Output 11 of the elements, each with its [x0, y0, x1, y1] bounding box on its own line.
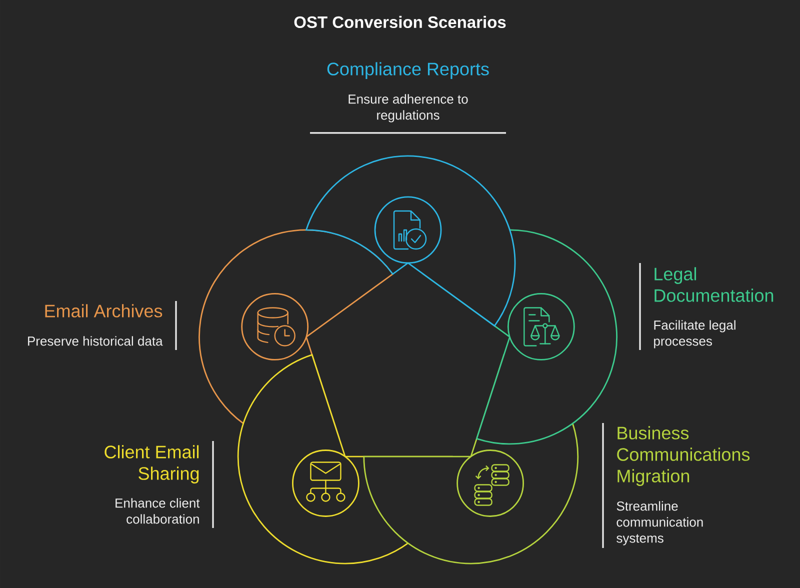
title: OST Conversion Scenarios [294, 16, 506, 28]
heading: Compliance Reports [327, 62, 489, 79]
heading: Business Communications Migration [617, 426, 750, 486]
description: Facilitate legal processes [654, 320, 736, 348]
heading: Client Email Sharing [104, 445, 199, 484]
description: Streamline communication systems [616, 501, 703, 546]
description: Ensure adherence to regulations [348, 94, 468, 122]
description: Enhance client collaboration [116, 498, 200, 524]
description: Preserve historical data [28, 336, 163, 346]
heading: Email Archives [45, 304, 162, 318]
heading: Legal Documentation [654, 267, 774, 302]
